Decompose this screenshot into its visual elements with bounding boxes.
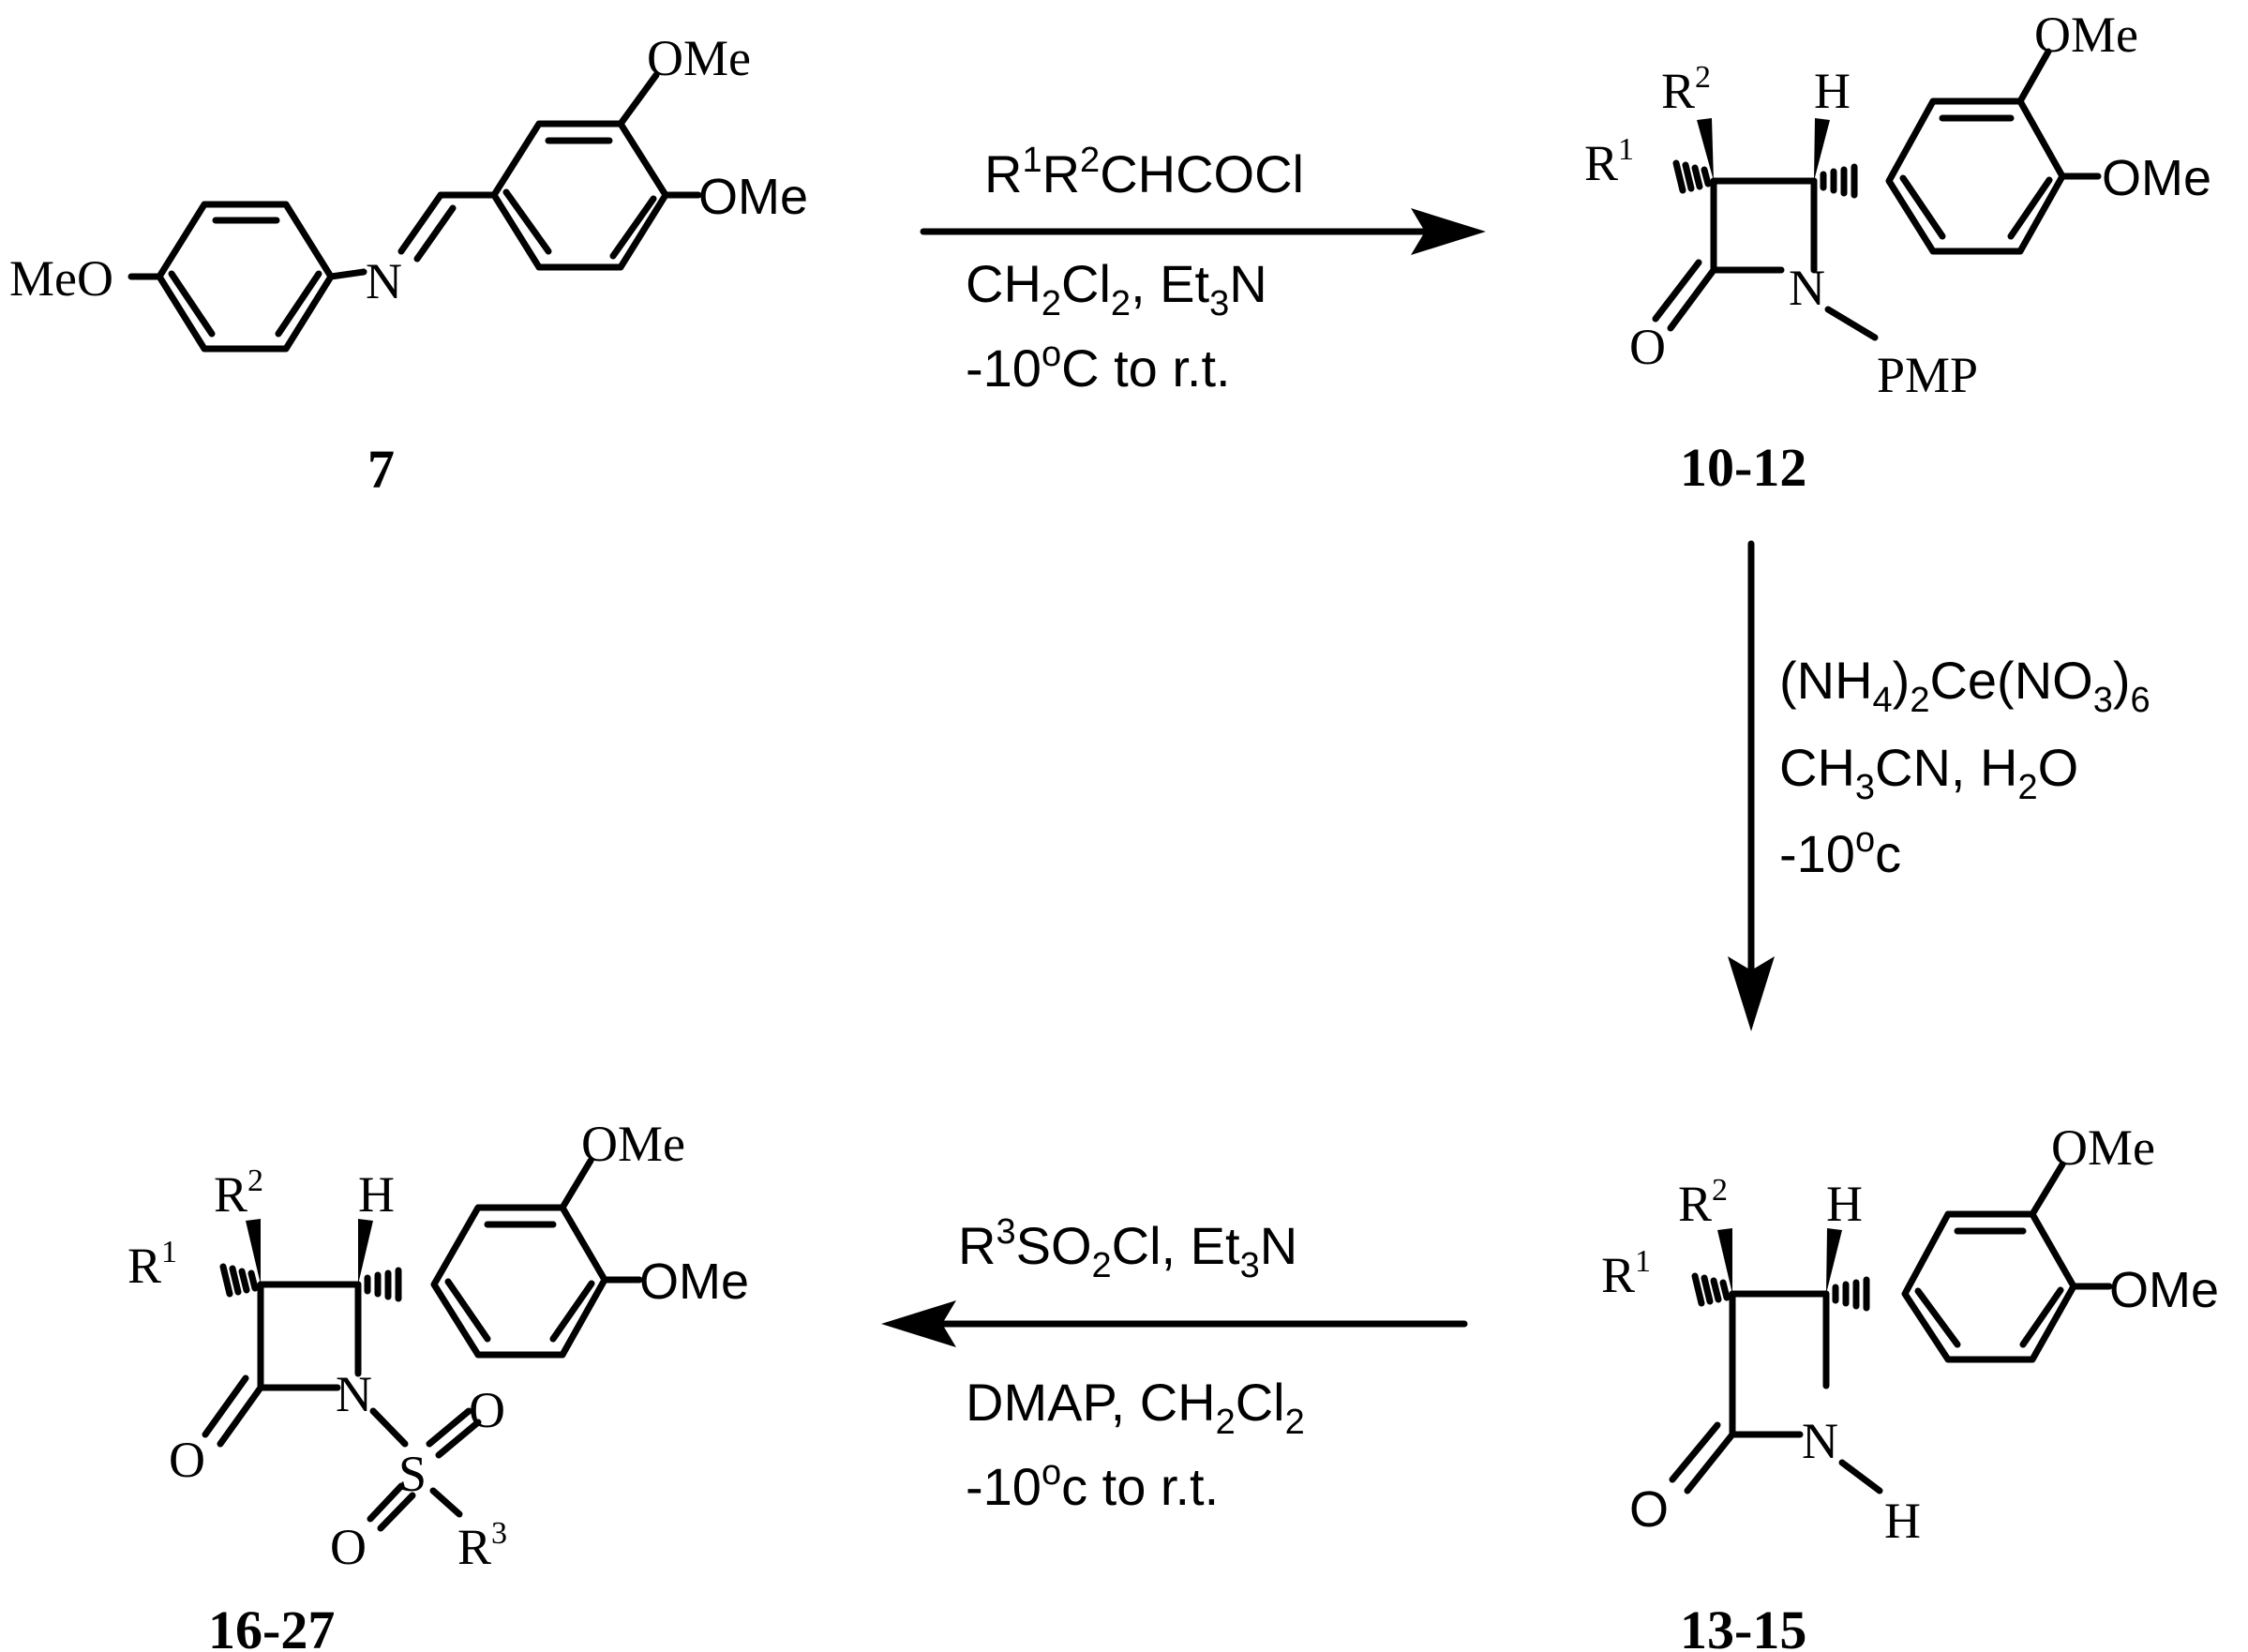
step2-reagent-line3: -10oc bbox=[1779, 820, 1901, 883]
c16-so-o2: O bbox=[330, 1519, 367, 1575]
c7-ome-top: OMe bbox=[647, 30, 751, 86]
c16-so-o1: O bbox=[469, 1382, 505, 1438]
c7-n: N bbox=[366, 253, 402, 309]
hash-aryl bbox=[1820, 163, 1858, 199]
c13-ome-top: OMe bbox=[2051, 1119, 2155, 1176]
compound-10-12: R2 R1 H OMe OMe O N PMP 10-12 bbox=[1584, 7, 2211, 498]
c16-s: S bbox=[398, 1446, 427, 1502]
step2-reagent-line2: CH3CN, H2O bbox=[1779, 738, 2078, 807]
step-2: (NH4)2Ce(NO3)6 CH3CN, H2O -10oc bbox=[1728, 540, 2151, 1031]
arrow-1-head bbox=[1411, 208, 1486, 255]
step2-reagent-line1: (NH4)2Ce(NO3)6 bbox=[1779, 651, 2151, 720]
c10-ome-right: OMe bbox=[2102, 150, 2211, 206]
c16-r2: R2 bbox=[214, 1164, 263, 1223]
c13-n: N bbox=[1802, 1413, 1838, 1469]
c10-n: N bbox=[1789, 260, 1825, 316]
c13-nh: H bbox=[1884, 1493, 1921, 1549]
c10-r1: R1 bbox=[1584, 132, 1634, 191]
compound-label-13-15: 13-15 bbox=[1680, 1599, 1806, 1652]
c16-r1: R1 bbox=[127, 1235, 177, 1294]
hash-r1 bbox=[219, 1263, 259, 1298]
compound-label-10-12: 10-12 bbox=[1680, 437, 1806, 498]
c13-r1: R1 bbox=[1601, 1244, 1651, 1303]
step3-reagent-line2: DMAP, CH2Cl2 bbox=[966, 1373, 1305, 1442]
c16-ome-top: OMe bbox=[581, 1116, 685, 1172]
c10-r2: R2 bbox=[1661, 60, 1711, 119]
c10-h: H bbox=[1814, 63, 1851, 119]
c16-ome-right: OMe bbox=[639, 1254, 749, 1310]
veratryl-ring bbox=[1901, 1210, 2077, 1363]
veratryl-ring bbox=[1885, 98, 2066, 255]
c10-pmp: PMP bbox=[1877, 347, 1978, 403]
hash-aryl bbox=[1832, 1276, 1870, 1312]
step1-reagent-line2: CH2Cl2, Et3N bbox=[966, 254, 1267, 323]
c13-r2: R2 bbox=[1678, 1173, 1728, 1232]
c13-ome-right: OMe bbox=[2109, 1262, 2219, 1318]
compound-label-16-27: 16-27 bbox=[208, 1599, 335, 1652]
step3-reagent-line1: R3SO2Cl, Et3N bbox=[958, 1212, 1297, 1285]
hash-r1 bbox=[1672, 159, 1712, 194]
compound-label-7: 7 bbox=[367, 439, 395, 500]
arrow-2-head bbox=[1728, 956, 1775, 1031]
step-1: R1R2CHCOCl CH2Cl2, Et3N -10oC to r.t. bbox=[920, 141, 1486, 398]
hash-r1 bbox=[1691, 1272, 1731, 1307]
c13-h: H bbox=[1826, 1176, 1863, 1232]
compound-13-15: R2 R1 H OMe OMe O N H 13-15 bbox=[1601, 1119, 2219, 1652]
anisyl-ring bbox=[156, 201, 335, 353]
step1-reagent-line1: R1R2CHCOCl bbox=[984, 141, 1304, 203]
c7-ome-right: OMe bbox=[698, 169, 808, 225]
c16-h: H bbox=[358, 1166, 395, 1223]
compound-7: OMe OMe MeO N 7 bbox=[9, 30, 808, 500]
c10-o: O bbox=[1629, 319, 1666, 375]
arrow-3-head bbox=[881, 1300, 956, 1347]
c13-o: O bbox=[1629, 1481, 1669, 1538]
veratryl-ring bbox=[490, 120, 669, 271]
c10-ome-top: OMe bbox=[2034, 7, 2138, 63]
c16-n: N bbox=[336, 1366, 372, 1422]
step1-reagent-line3: -10oC to r.t. bbox=[966, 335, 1231, 398]
c7-meo: MeO bbox=[9, 250, 113, 307]
hash-aryl bbox=[364, 1267, 402, 1302]
veratryl-ring bbox=[430, 1204, 608, 1359]
compound-16-27: R2 R1 H OMe OMe O N S O O R3 16-27 bbox=[127, 1116, 749, 1652]
step-3: R3SO2Cl, Et3N DMAP, CH2Cl2 -10oc to r.t. bbox=[881, 1212, 1468, 1516]
c16-o: O bbox=[169, 1432, 205, 1488]
step3-reagent-line3: -10oc to r.t. bbox=[966, 1453, 1219, 1516]
c16-r3: R3 bbox=[457, 1516, 507, 1575]
